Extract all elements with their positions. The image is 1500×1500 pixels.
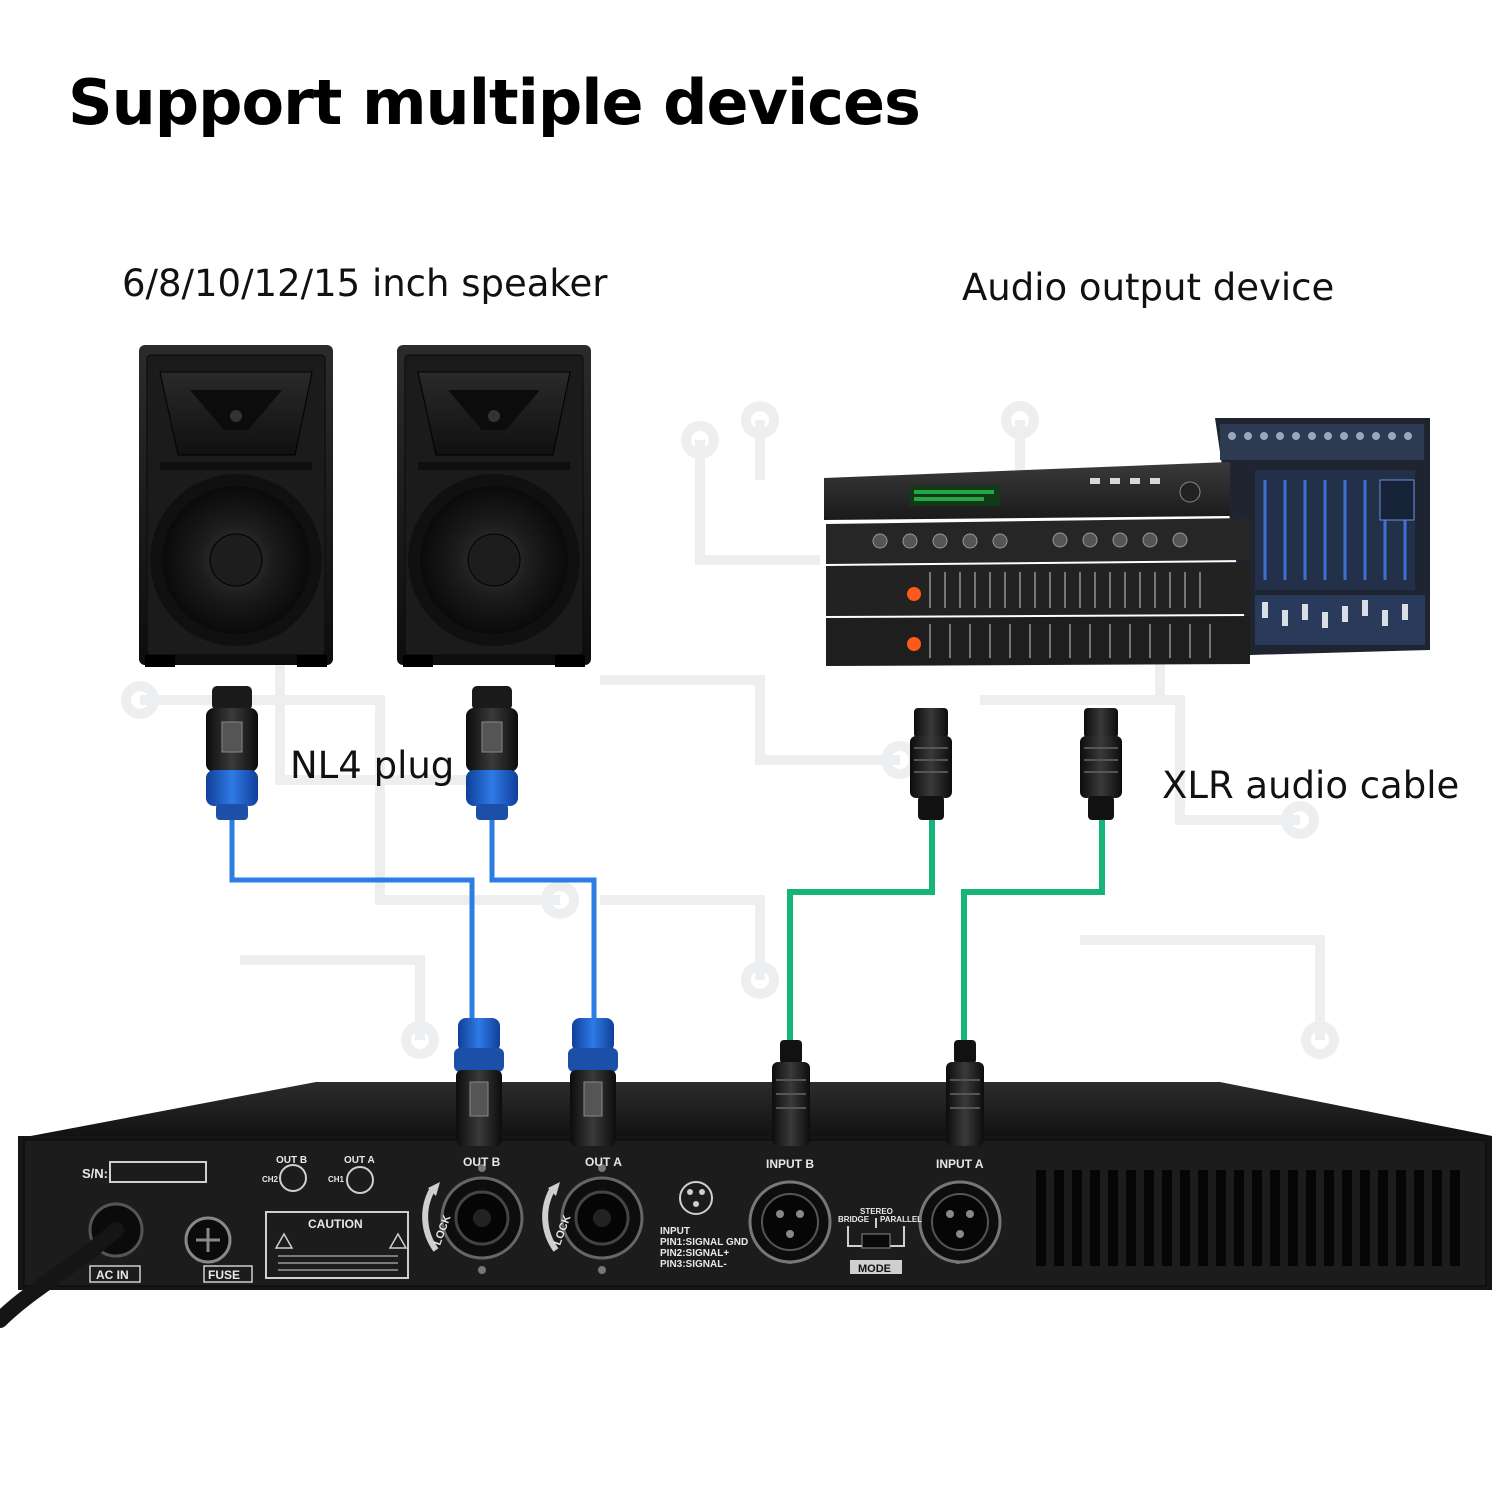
- xlr-connector-input-a: [946, 1040, 984, 1146]
- page-title: Support multiple devices: [68, 66, 921, 139]
- nl4-plug-left: [206, 686, 258, 820]
- sn-label: S/N:: [82, 1166, 108, 1181]
- input-pin-label: INPUT: [660, 1226, 690, 1237]
- wiring-out-a-label: OUT A: [344, 1155, 375, 1166]
- speaker-cables: [229, 818, 597, 1020]
- fuse-label: FUSE: [208, 1268, 240, 1282]
- parallel-label: PARALLEL: [880, 1215, 922, 1224]
- nl4-plug-label: NL4 plug: [290, 744, 455, 787]
- wiring-ch2-label: CH2: [262, 1175, 279, 1184]
- pin3-label: PIN3:SIGNAL-: [660, 1259, 727, 1270]
- out-a-label: OUT A: [585, 1155, 622, 1169]
- amp-panel-labels: S/N: AC IN FUSE CAUTION OUT B OUT A CH2 …: [82, 1155, 984, 1282]
- out-b-label: OUT B: [463, 1155, 501, 1169]
- mode-label: MODE: [858, 1263, 891, 1275]
- input-a-label: INPUT A: [936, 1157, 984, 1171]
- xlr-connector-input-b: [772, 1040, 810, 1146]
- pin2-label: PIN2:SIGNAL+: [660, 1248, 729, 1259]
- xlr-cables: [787, 818, 1105, 1042]
- stereo-label: STEREO: [860, 1207, 893, 1216]
- xlr-plug-right: [1080, 708, 1122, 820]
- speaker-label: 6/8/10/12/15 inch speaker: [122, 262, 608, 305]
- audio-output-devices: [824, 418, 1430, 666]
- xlr-plug-left: [910, 708, 952, 820]
- speaker-right: [397, 345, 591, 667]
- nl4-connector-out-a: [568, 1018, 618, 1146]
- nl4-plug-right: [466, 686, 518, 820]
- ac-in-label: AC IN: [96, 1268, 129, 1282]
- nl4-connector-out-b: [454, 1018, 504, 1146]
- xlr-cable-label: XLR audio cable: [1162, 764, 1460, 807]
- input-b-label: INPUT B: [766, 1157, 814, 1171]
- power-amplifier: [0, 1082, 1492, 1328]
- output-device-label: Audio output device: [962, 266, 1335, 309]
- caution-label: CAUTION: [308, 1217, 363, 1231]
- speaker-left: [139, 345, 333, 667]
- wiring-out-b-label: OUT B: [276, 1155, 307, 1166]
- pin1-label: PIN1:SIGNAL GND: [660, 1237, 748, 1248]
- wiring-ch1-label: CH1: [328, 1175, 345, 1184]
- bridge-label: BRIDGE: [838, 1215, 870, 1224]
